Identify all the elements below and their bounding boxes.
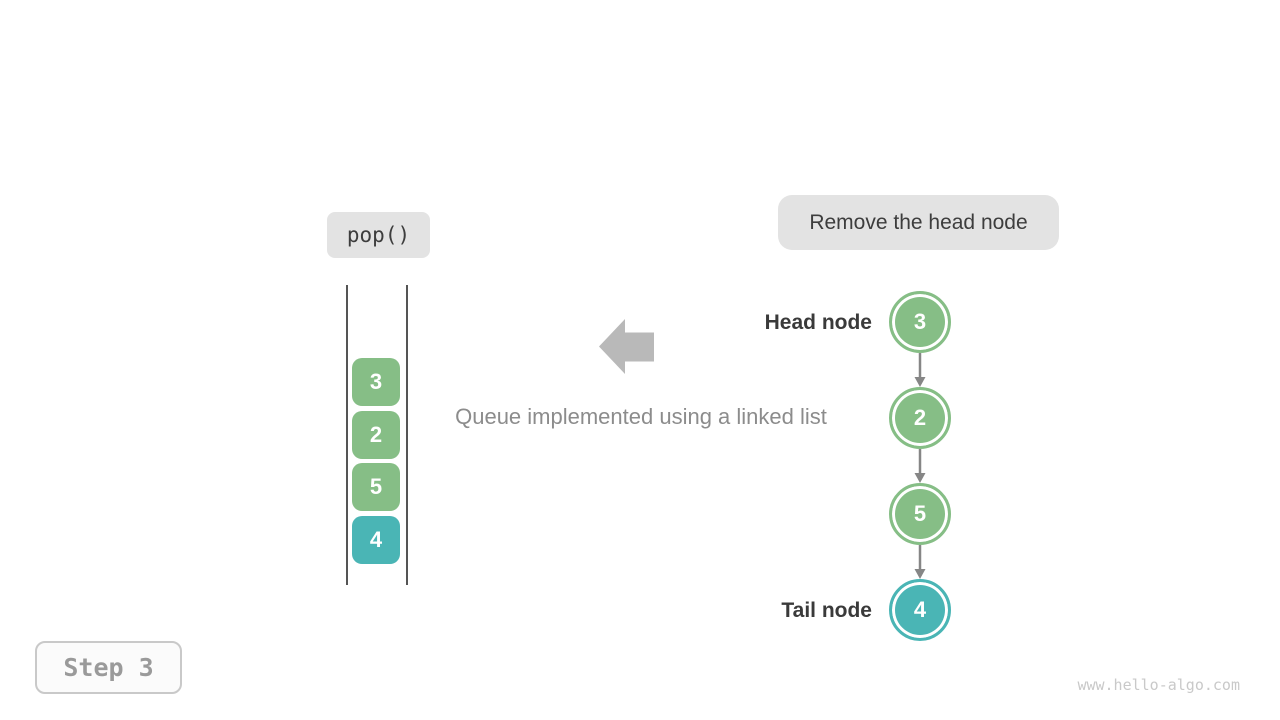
caption-text: Queue implemented using a linked list: [455, 404, 827, 429]
queue-item: 5: [352, 463, 400, 511]
list-node: 3: [889, 291, 951, 353]
list-node: 4: [889, 579, 951, 641]
step-indicator: Step 3: [35, 641, 182, 694]
watermark-text: www.hello-algo.com: [1077, 676, 1240, 694]
queue-item: 4: [352, 515, 400, 564]
tail-node-label: Tail node: [781, 599, 872, 622]
annotation-bubble: Remove the head node: [778, 195, 1059, 250]
arrow-down-icon: [914, 545, 926, 579]
left-arrow-icon: [599, 319, 654, 374]
head-node-label: Head node: [764, 311, 872, 334]
queue-left-rail: [346, 285, 348, 585]
arrow-down-icon: [914, 353, 926, 387]
pop-operation-label: pop(): [327, 212, 430, 258]
queue-item: 3: [352, 358, 400, 406]
queue-right-rail: [406, 285, 408, 585]
list-node: 5: [889, 483, 951, 545]
queue-item: 2: [352, 410, 400, 459]
arrow-down-icon: [914, 449, 926, 483]
list-node: 2: [889, 387, 951, 449]
